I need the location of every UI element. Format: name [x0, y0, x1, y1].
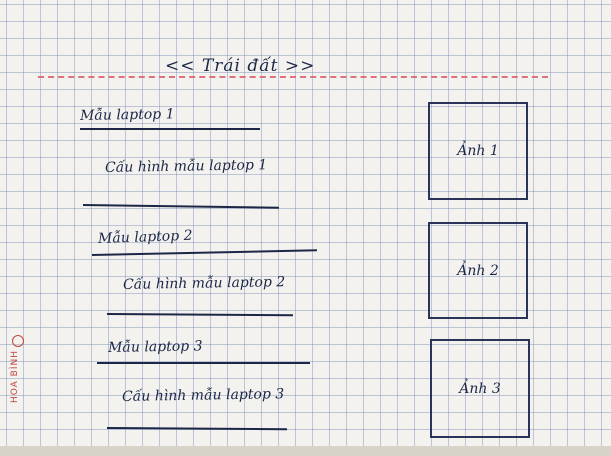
description-underline-1 [82, 204, 279, 209]
image-placeholder-2: Ảnh 2 [428, 222, 528, 319]
red-margin-line [38, 76, 548, 78]
page-title: << Trái đất >> [165, 56, 316, 76]
heading-underline-1 [80, 128, 260, 130]
image-placeholder-3: Ảnh 3 [430, 339, 530, 438]
item-description-1: Cấu hình mẫu laptop 1 [104, 157, 268, 176]
image-label-1: Ảnh 1 [457, 143, 499, 159]
description-underline-3 [106, 427, 288, 431]
image-placeholder-1: Ảnh 1 [428, 102, 528, 200]
description-underline-2 [106, 313, 294, 317]
image-label-2: Ảnh 2 [457, 262, 499, 279]
item-description-3: Cấu hình mẫu laptop 3 [121, 386, 285, 405]
item-heading-2: Mẫu laptop 2 [97, 227, 193, 247]
image-label-3: Ảnh 3 [459, 380, 501, 397]
item-heading-1: Mẫu laptop 1 [79, 106, 175, 124]
heading-underline-2 [91, 249, 317, 256]
item-description-2: Cấu hình mẫu laptop 2 [122, 274, 286, 293]
item-heading-3: Mẫu laptop 3 [107, 338, 203, 356]
brand-seal-icon [12, 335, 24, 347]
heading-underline-3 [97, 362, 310, 364]
paper-edge [0, 446, 611, 456]
notebook-brand: HOA BÌNH [10, 350, 20, 404]
